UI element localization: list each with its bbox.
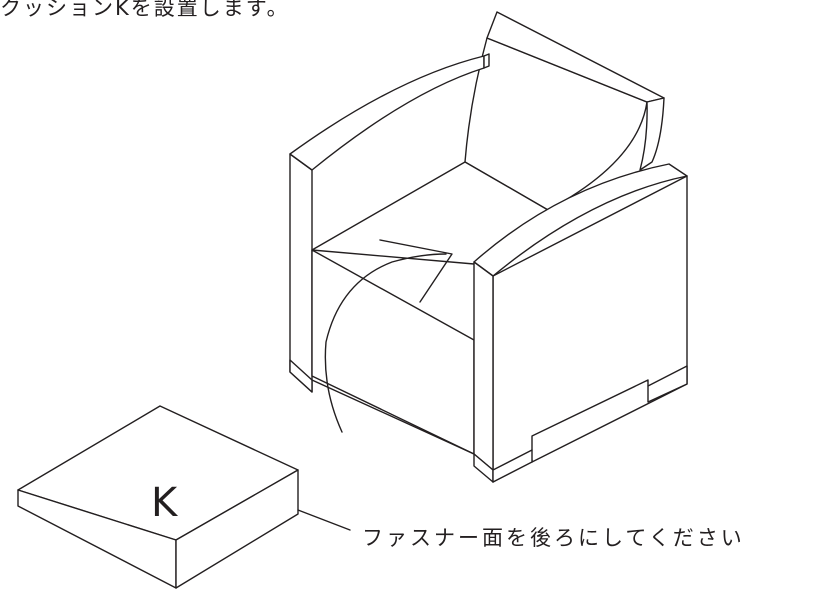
seat-front	[311, 249, 475, 455]
backrest	[464, 11, 665, 211]
placement-arrow-icon	[324, 239, 453, 433]
left-armrest	[289, 53, 490, 393]
armchair-illustration	[289, 11, 688, 483]
zipper-orientation-note: ファスナー面を後ろにしてください	[362, 526, 745, 550]
callout-leader-line	[297, 509, 351, 531]
instruction-text: クッションKを設置します。	[0, 0, 290, 20]
cushion-illustration: K	[17, 405, 299, 589]
right-armrest	[473, 163, 688, 483]
cushion-label: K	[151, 480, 179, 526]
